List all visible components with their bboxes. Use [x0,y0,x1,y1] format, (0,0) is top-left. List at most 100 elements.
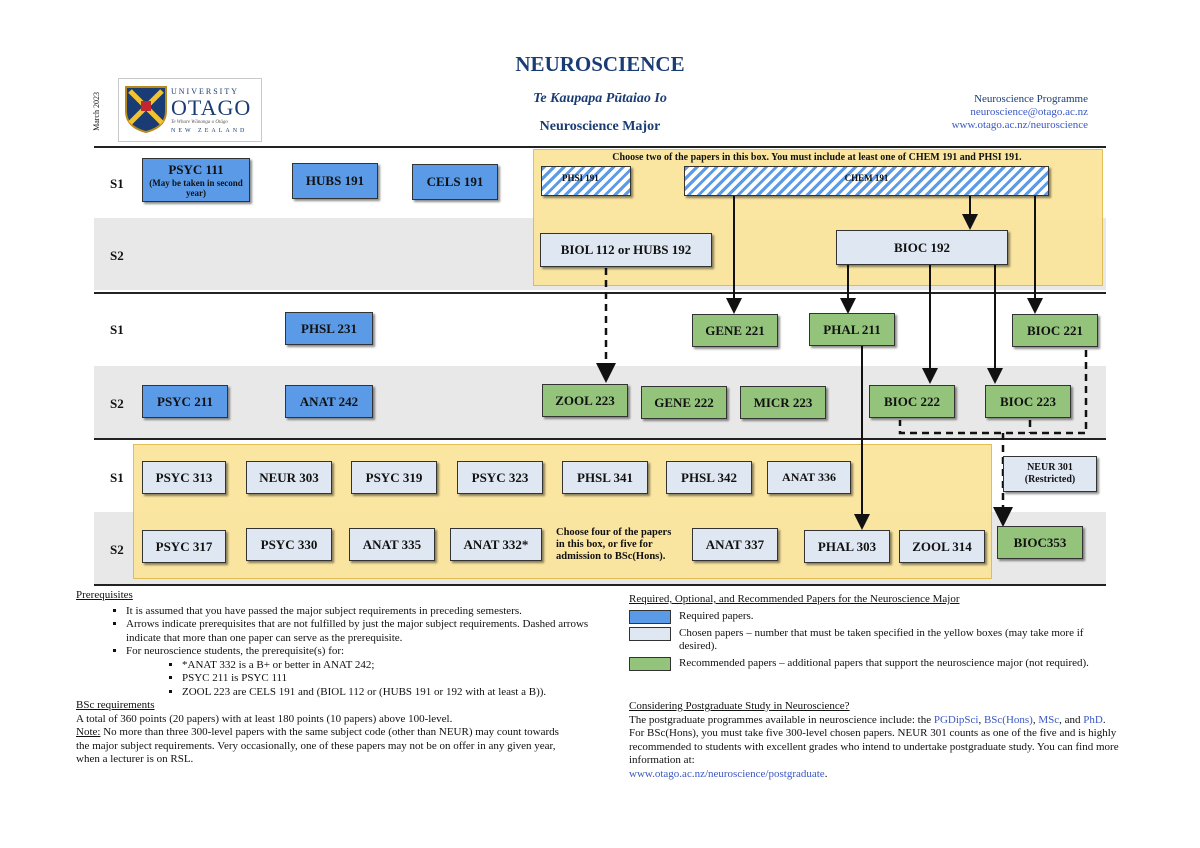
legend-swatch-required [629,609,671,624]
postgrad-text-1: The postgraduate programmes available in… [629,713,934,726]
prerequisite-sub-item: ZOOL 223 are CELS 191 and (BIOL 112 or (… [182,686,616,700]
paper-anat335: ANAT 335 [349,528,435,561]
phd-link[interactable]: PhD [1083,713,1103,726]
row-label-y2-s1: S1 [110,322,124,337]
logo-line-4: NEW ZEALAND [171,128,248,134]
paper-neur301-label: NEUR 301 [1027,462,1073,473]
prerequisites-heading: Prerequisites [76,589,133,601]
bsc-note-label: Note: [76,726,101,738]
bsc-note: Note: No more than three 300-level paper… [76,726,566,767]
yellow-box-third-year-note: Choose four of the papers in this box, o… [556,527,672,562]
row-label-y3-s2: S2 [110,542,124,557]
paper-psyc330: PSYC 330 [246,528,332,561]
legend-label-recommended: Recommended papers – additional papers t… [679,656,1089,669]
row-label-y1-s1: S1 [110,176,124,191]
paper-gene222: GENE 222 [641,386,727,419]
postgrad-url-line: www.otago.ac.nz/neuroscience/postgraduat… [629,768,1119,782]
msc-link[interactable]: MSc [1038,713,1060,726]
paper-psyc211: PSYC 211 [142,385,228,418]
paper-psyc111: PSYC 111 (May be taken in second year) [142,158,250,202]
postgrad-heading: Considering Postgraduate Study in Neuros… [629,700,850,712]
postgrad-section: Considering Postgraduate Study in Neuros… [629,700,1119,781]
bsc-note-text: No more than three 300-level papers with… [76,726,559,765]
paper-phsl231: PHSL 231 [285,312,373,345]
divider-year2 [94,292,1106,294]
major-title: Neuroscience Major [539,119,661,134]
paper-phsl342: PHSL 342 [666,461,752,494]
postgrad-text-4: , and [1059,713,1084,726]
divider-year3 [94,438,1106,440]
paper-chem191: CHEM 191 [684,166,1049,196]
legend-swatch-chosen [629,626,671,641]
prerequisite-item: It is assumed that you have passed the m… [126,605,616,619]
postgrad-text-3: , [1032,713,1039,726]
pgdipsci-link[interactable]: PGDipSci [933,713,979,726]
paper-cels191: CELS 191 [412,164,498,200]
paper-psyc317: PSYC 317 [142,530,226,563]
paper-psyc323: PSYC 323 [457,461,543,494]
paper-bioc223: BIOC 223 [985,385,1071,418]
prerequisites-section: Prerequisites It is assumed that you hav… [76,589,616,767]
university-logo: UNIVERSITY OTAGO Te Whare Wānanga o Otāg… [118,78,262,142]
logo-line-2: OTAGO [171,95,252,120]
paper-phal211: PHAL 211 [809,313,895,346]
prerequisite-item-text: For neuroscience students, the prerequis… [126,645,345,657]
legend-heading: Required, Optional, and Recommended Pape… [629,593,960,605]
divider-top [94,146,1106,148]
postgrad-text: The postgraduate programmes available in… [629,714,1119,768]
paper-anat337: ANAT 337 [692,528,778,561]
prerequisites-list: It is assumed that you have passed the m… [76,605,616,700]
paper-phsl341: PHSL 341 [562,461,648,494]
paper-anat332: ANAT 332* [450,528,542,561]
row-label-y1-s2: S2 [110,248,124,263]
paper-gene221: GENE 221 [692,314,778,347]
page-title: NEUROSCIENCE [515,52,685,76]
logo-line-1: UNIVERSITY [171,87,239,96]
paper-zool314: ZOOL 314 [899,530,985,563]
bsc-heading: BSc requirements [76,699,155,711]
paper-psyc313: PSYC 313 [142,461,226,494]
legend-item-chosen: Chosen papers – number that must be take… [629,626,1119,654]
yellow-box-first-year-note: Choose two of the papers in this box. Yo… [612,152,1022,163]
paper-phsi191: PHSI 191 [541,166,631,196]
legend-label-required: Required papers. [679,609,754,622]
paper-bioc353: BIOC353 [997,526,1083,559]
paper-anat242: ANAT 242 [285,385,373,418]
paper-neur303: NEUR 303 [246,461,332,494]
paper-hubs191: HUBS 191 [292,163,378,199]
prerequisite-sub-item: PSYC 211 is PSYC 111 [182,672,616,686]
row-label-y3-s1: S1 [110,470,124,485]
prerequisite-sub-item: *ANAT 332 is a B+ or better in ANAT 242; [182,659,616,673]
paper-bioc222: BIOC 222 [869,385,955,418]
paper-neur301-note: (Restricted) [1024,474,1076,485]
crest-icon [125,86,167,133]
bschons-link[interactable]: BSc(Hons) [983,713,1033,726]
website-link[interactable]: www.otago.ac.nz/neuroscience [951,119,1088,131]
paper-phal303: PHAL 303 [804,530,890,563]
logo-line-3: Te Whare Wānanga o Otāgo [171,120,228,125]
legend-item-required: Required papers. [629,609,1119,624]
paper-bioc221: BIOC 221 [1012,314,1098,347]
page-subtitle: Te Kaupapa Pūtaiao Io [533,91,667,106]
paper-biol112-hubs192: BIOL 112 or HUBS 192 [540,233,712,267]
legend-section: Required, Optional, and Recommended Pape… [629,593,1119,671]
divider-bottom [94,584,1106,586]
row-label-y2-s2: S2 [110,396,124,411]
postgrad-text-2: , [978,713,984,726]
contact-info: Neuroscience Programme neuroscience@otag… [952,93,1088,132]
paper-bioc192: BIOC 192 [836,230,1008,265]
paper-anat336: ANAT 336 [767,461,851,494]
programme-name: Neuroscience Programme [974,93,1088,105]
postgrad-url-link[interactable]: www.otago.ac.nz/neuroscience/postgraduat… [629,767,825,780]
paper-micr223: MICR 223 [740,386,826,419]
paper-neur301: NEUR 301 (Restricted) [1003,456,1097,492]
legend-swatch-recommended [629,656,671,671]
paper-zool223: ZOOL 223 [542,384,628,417]
postgrad-text-5: . For BSc(Hons), you must take five 300-… [629,713,1119,767]
paper-psyc111-label: PSYC 111 [168,162,224,177]
postgrad-url-end: . [824,767,828,780]
prerequisite-item: Arrows indicate prerequisites that are n… [126,618,616,645]
email-link[interactable]: neuroscience@otago.ac.nz [970,106,1088,118]
paper-psyc319: PSYC 319 [351,461,437,494]
